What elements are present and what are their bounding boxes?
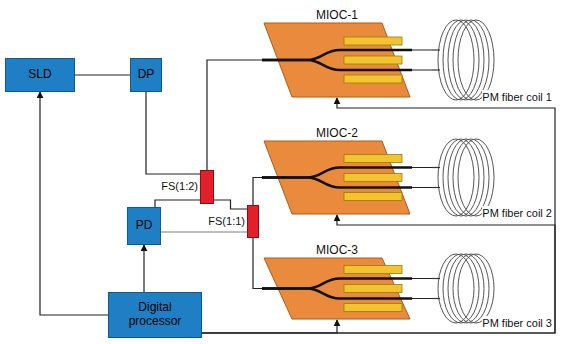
chip-label: MIOC-2	[262, 126, 412, 140]
fiber-splitter: FS(1:2)	[200, 170, 214, 204]
electrode	[344, 155, 402, 163]
control-line	[202, 320, 337, 333]
fiber-connector	[253, 238, 262, 289]
fiber-connector	[146, 92, 200, 174]
coil-winding	[458, 139, 494, 216]
electrode	[344, 56, 402, 64]
waveguide	[262, 279, 412, 289]
box-label: SLD	[25, 68, 54, 82]
splitter-label: FS(1:2)	[161, 180, 198, 193]
fiber-connector	[161, 231, 247, 233]
electrode	[344, 75, 402, 83]
component-box: PD	[127, 207, 161, 245]
component-box: DP	[130, 58, 162, 92]
splitter-label: FS(1:1)	[208, 215, 245, 228]
electrode	[344, 266, 402, 274]
waveguide	[262, 60, 412, 70]
electrode	[344, 304, 402, 312]
electrode	[344, 174, 402, 182]
coil-label: PM fiber coil 3	[482, 316, 552, 330]
coil-winding	[458, 254, 494, 323]
fiber-connector	[207, 60, 262, 170]
waveguide	[262, 50, 412, 60]
electrode	[344, 37, 402, 45]
fiber-coil: PM fiber coil 2	[432, 132, 554, 220]
component-box: Digital processor	[108, 292, 202, 338]
box-label: Digital processor	[109, 301, 201, 329]
control-line	[143, 245, 144, 292]
fiber-connector	[75, 74, 130, 75]
box-label: DP	[135, 68, 158, 82]
mioc-chip: MIOC-3	[262, 243, 412, 320]
fiber-connector	[253, 178, 262, 206]
fiber-coil: PM fiber coil 1	[432, 14, 554, 104]
chip-label: MIOC-1	[262, 8, 412, 22]
electrode	[344, 285, 402, 293]
fiber-connector	[412, 168, 432, 188]
fiber-lead	[432, 278, 440, 279]
fiber-connector	[412, 279, 432, 299]
mioc-chip: MIOC-1	[262, 8, 412, 98]
chip-label: MIOC-3	[262, 243, 412, 257]
mioc-chip: MIOC-2	[262, 126, 412, 215]
fiber-lead	[432, 69, 440, 70]
control-line	[40, 92, 108, 315]
fiber-lead	[432, 49, 440, 50]
fiber-splitter: FS(1:1)	[247, 205, 259, 238]
coil-winding	[458, 20, 494, 100]
control-line	[202, 98, 555, 333]
fiber-connector	[155, 200, 200, 207]
fiber-connector	[214, 200, 247, 209]
mioc-outline	[262, 257, 412, 320]
box-label: PD	[133, 219, 156, 233]
mioc-outline	[262, 22, 412, 98]
fiber-coil: PM fiber coil 3	[432, 250, 554, 330]
mioc-outline	[262, 140, 412, 215]
fiber-lead	[432, 187, 440, 188]
waveguide	[262, 178, 412, 188]
electrode	[344, 193, 402, 201]
coil-label: PM fiber coil 2	[482, 206, 552, 220]
fiber-connector	[412, 50, 432, 70]
component-box: SLD	[5, 58, 75, 92]
waveguide	[262, 168, 412, 178]
fiber-lead	[432, 298, 440, 299]
waveguide	[262, 289, 412, 299]
fiber-lead	[432, 167, 440, 168]
coil-label: PM fiber coil 1	[482, 90, 552, 104]
